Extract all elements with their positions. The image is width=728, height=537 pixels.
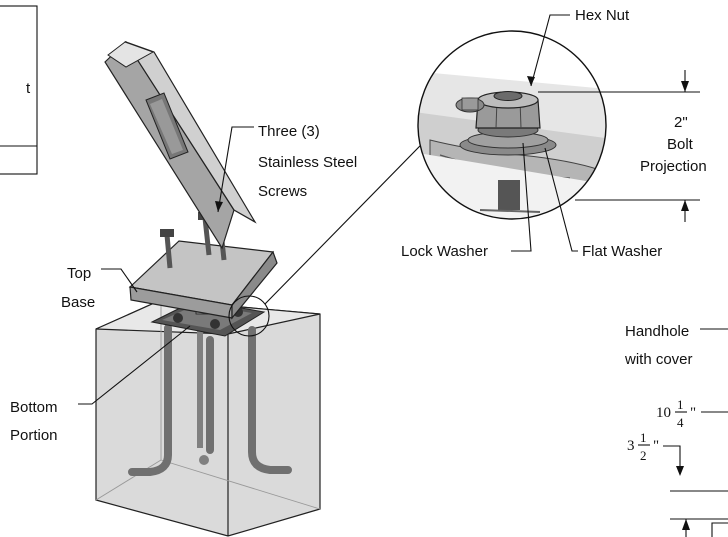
dim2-denominator: 2 <box>640 448 647 463</box>
handhole-label-1: Handhole <box>625 323 689 340</box>
dim2-unit: " <box>653 438 659 454</box>
dim2-numerator: 1 <box>640 430 647 445</box>
partial-table: t <box>0 5 38 175</box>
dimension-3-1-2: 3 1 2 " <box>627 430 728 537</box>
bolt-projection-label-1: Bolt <box>667 136 694 153</box>
bolt-projection-dimension: 2" Bolt Projection <box>538 70 707 222</box>
top-base-label-2: Base <box>61 294 95 311</box>
top-base-label-1: Top <box>67 265 91 282</box>
hex-nut-label: Hex Nut <box>575 7 630 24</box>
handhole-label-2: with cover <box>624 351 693 368</box>
handhole-callout: Handhole with cover <box>624 323 728 368</box>
hex-nut-callout: Hex Nut <box>527 7 630 87</box>
bolt-projection-value: 2" <box>674 114 688 131</box>
bolt-projection-label-2: Projection <box>640 158 707 175</box>
top-base <box>128 212 278 320</box>
dim2-whole: 3 <box>627 438 635 454</box>
bottom-portion-label-1: Bottom <box>10 399 58 416</box>
screws-callout: Three (3) Stainless Steel Screws <box>215 123 357 213</box>
top-base-callout: Top Base <box>61 265 138 311</box>
lock-washer-callout: Lock Washer <box>401 142 532 260</box>
screws-label-3: Screws <box>258 183 307 200</box>
concrete-foundation <box>95 299 321 537</box>
table-fragment-text: t <box>26 80 31 97</box>
bottom-portion-callout: Bottom Portion <box>10 325 191 444</box>
dim1-denominator: 4 <box>677 415 684 430</box>
lock-washer-label: Lock Washer <box>401 243 488 260</box>
flat-washer-label: Flat Washer <box>582 243 662 260</box>
pole <box>104 40 257 250</box>
anchor-bolts <box>128 324 292 476</box>
dimension-10-1-4: 10 1 4 " <box>656 397 728 430</box>
flat-washer-callout: Flat Washer <box>544 147 662 260</box>
bottom-portion-label-2: Portion <box>10 427 58 444</box>
dim1-whole: 10 <box>656 405 671 421</box>
screws-label-1: Three (3) <box>258 123 320 140</box>
screws-label-2: Stainless Steel <box>258 154 357 171</box>
dim1-unit: " <box>690 405 696 421</box>
dim1-numerator: 1 <box>677 397 684 412</box>
detail-circle-small <box>228 295 270 337</box>
